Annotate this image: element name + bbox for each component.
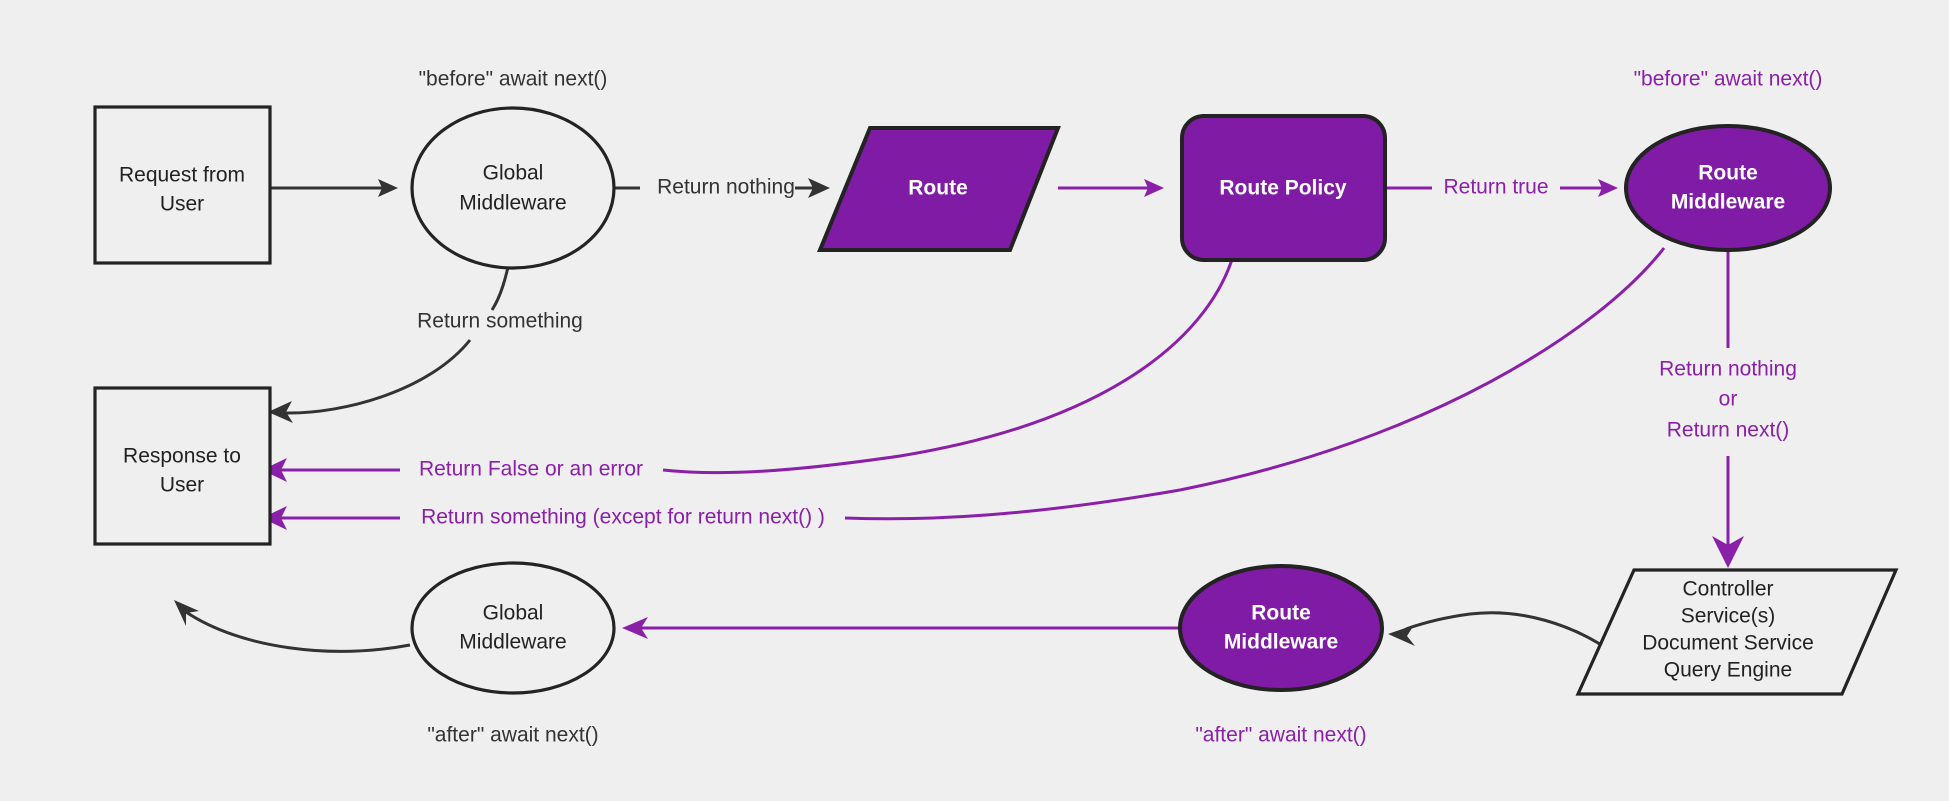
controller-label-line1: Controller <box>1682 578 1773 601</box>
node-global-middleware-top[interactable]: Global Middleware <box>410 106 616 270</box>
edge-label-return-nothing-or-line2: or <box>1719 388 1738 411</box>
response-label-line1: Response to <box>123 445 241 468</box>
edge-request-to-global-middleware <box>270 179 398 197</box>
node-route-middleware-top[interactable]: Route Middleware <box>1624 124 1832 252</box>
edge-route-policy-to-response-false <box>262 252 1236 482</box>
node-controller-services[interactable]: Controller Service(s) Document Service Q… <box>1575 568 1899 696</box>
route-middleware-bottom-label-line1: Route <box>1251 602 1311 625</box>
node-global-middleware-bottom[interactable]: Global Middleware <box>410 561 616 695</box>
edge-global-middleware-bottom-to-response <box>174 600 411 653</box>
node-response-to-user[interactable]: Response to User <box>93 386 272 546</box>
annotation-before-await-next-route-middleware: "before" await next() <box>1634 68 1823 91</box>
edge-route-policy-to-route-middleware <box>1385 179 1618 197</box>
edge-label-return-nothing-or-line3: Return next() <box>1667 419 1790 442</box>
controller-label-line2: Service(s) <box>1681 605 1776 628</box>
edge-label-return-false-or-error: Return False or an error <box>419 458 643 481</box>
route-middleware-top-label-line1: Route <box>1698 162 1758 185</box>
edge-route-middleware-bottom-to-global-middleware-bottom <box>622 617 1180 639</box>
global-middleware-top-label-line1: Global <box>483 162 544 185</box>
edge-global-middleware-to-response <box>268 252 513 423</box>
edge-label-return-true: Return true <box>1443 176 1548 199</box>
node-route-policy[interactable]: Route Policy <box>1180 114 1387 262</box>
route-middleware-bottom-label-line2: Middleware <box>1224 631 1338 654</box>
edge-controller-to-route-middleware-bottom <box>1388 611 1613 654</box>
annotation-after-await-next-route-middleware: "after" await next() <box>1195 724 1366 747</box>
node-route-middleware-bottom[interactable]: Route Middleware <box>1178 564 1384 692</box>
global-middleware-bottom-label-line2: Middleware <box>459 631 566 654</box>
node-route[interactable]: Route <box>817 126 1061 252</box>
edge-label-return-something-global: Return something <box>417 310 583 333</box>
controller-label-line4: Query Engine <box>1664 659 1792 682</box>
response-label-line2: User <box>160 474 204 497</box>
route-policy-label: Route Policy <box>1219 177 1347 200</box>
request-label-line2: User <box>160 193 204 216</box>
route-label: Route <box>908 177 968 200</box>
edge-label-return-nothing-or-line1: Return nothing <box>1659 358 1797 381</box>
global-middleware-top-label-line2: Middleware <box>459 192 566 215</box>
request-label-line1: Request from <box>119 164 245 187</box>
annotation-after-await-next-global: "after" await next() <box>427 724 598 747</box>
edge-route-to-route-policy <box>1058 179 1164 197</box>
node-request-from-user[interactable]: Request from User <box>93 105 272 265</box>
edge-route-middleware-to-response-something <box>262 247 1666 530</box>
route-middleware-top-label-line2: Middleware <box>1671 191 1785 214</box>
edge-route-middleware-to-controller <box>1712 250 1744 568</box>
edge-label-return-something-except: Return something (except for return next… <box>421 506 825 529</box>
annotation-before-await-next-global: "before" await next() <box>419 68 608 91</box>
global-middleware-bottom-label-line1: Global <box>483 602 544 625</box>
edge-global-middleware-to-route <box>614 178 830 198</box>
controller-label-line3: Document Service <box>1642 632 1814 655</box>
edge-label-return-nothing-top: Return nothing <box>657 176 795 199</box>
